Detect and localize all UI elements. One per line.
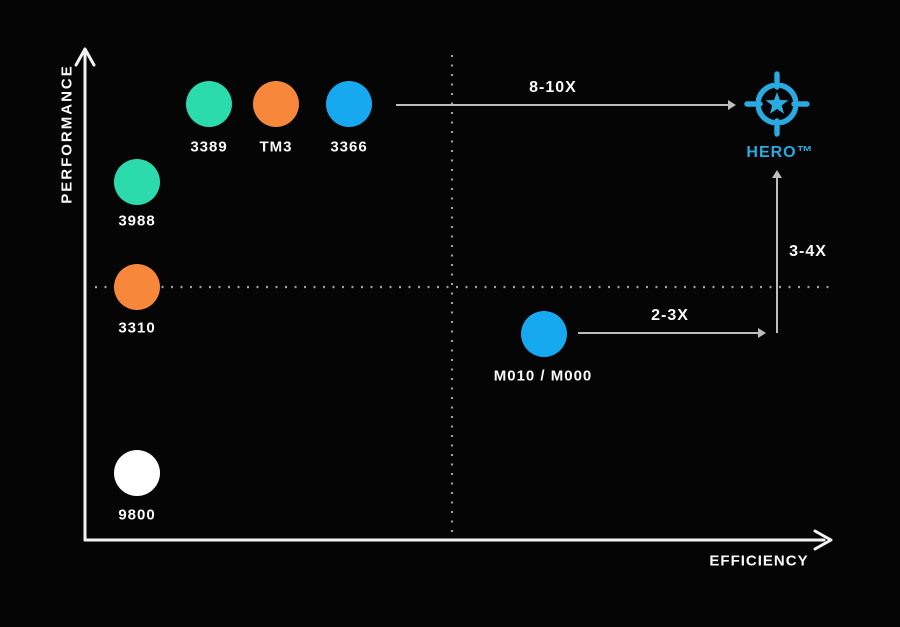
hero-ring-arc — [778, 82, 799, 103]
hero-star-icon — [765, 92, 789, 114]
x-axis-label: EFFICIENCY — [709, 552, 809, 570]
data-point-label-3310: 3310 — [118, 319, 156, 337]
data-point-3366 — [326, 81, 372, 127]
annotation-arrow-3-4x — [772, 170, 782, 333]
arrowhead-right-icon — [728, 100, 736, 110]
annotation-label-2-3x: 2-3X — [651, 307, 689, 324]
data-point-label-3366: 3366 — [330, 138, 368, 156]
data-point-3988 — [114, 159, 160, 205]
x-axis-arrowhead-icon — [813, 529, 833, 551]
annotation-arrow-2-3x — [578, 328, 766, 338]
data-point-9800 — [114, 450, 160, 496]
y-axis-arrowhead-icon — [74, 47, 96, 67]
arrowhead-right-icon — [758, 328, 766, 338]
y-axis-label: PERFORMANCE — [58, 64, 76, 204]
data-point-label-m010-m000: M010 / M000 — [493, 367, 593, 385]
annotation-arrow-8-10x — [396, 100, 736, 110]
hero-target-icon — [744, 71, 810, 137]
data-point-label-3988: 3988 — [118, 212, 156, 230]
hero-ring-arc — [778, 105, 799, 126]
hero-label: HERO™ — [746, 144, 814, 161]
data-point-3389 — [186, 81, 232, 127]
hero-ring-arc — [755, 105, 776, 126]
data-point-m010-m000 — [521, 311, 567, 357]
annotation-label-3-4x: 3-4X — [789, 243, 827, 260]
data-point-label-9800: 9800 — [118, 506, 156, 524]
hero-ring-arc — [755, 82, 776, 103]
data-point-label-tm3: TM3 — [259, 138, 293, 156]
annotation-label-8-10x: 8-10X — [529, 79, 577, 96]
data-point-label-3389: 3389 — [190, 138, 228, 156]
data-point-3310 — [114, 264, 160, 310]
data-point-tm3 — [253, 81, 299, 127]
arrowhead-up-icon — [772, 170, 782, 178]
